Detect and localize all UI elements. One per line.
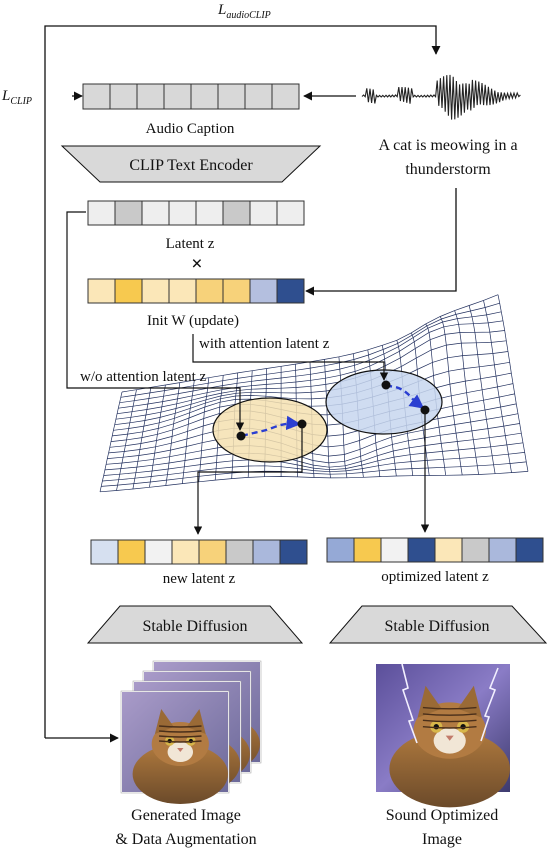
without-attention-start-point	[236, 431, 246, 441]
audio-text-line1: A cat is meowing in a	[378, 137, 517, 154]
new-token-cell-1	[90, 539, 119, 565]
generated-image-stack	[120, 660, 262, 804]
init-w-bar	[87, 278, 305, 304]
latent-token-cell-4	[168, 200, 197, 226]
audio-waveform	[361, 74, 521, 120]
sound-optimized-caption-line1: Sound Optimized	[386, 807, 498, 824]
surface-to-new-latent-arrow	[193, 428, 303, 535]
audio-caption-embedding	[82, 83, 300, 110]
without-attention-label: w/o attention latent z	[80, 369, 207, 385]
generated-image-caption-line2: & Data Augmentation	[115, 831, 256, 848]
latent-token-cell-2	[114, 200, 143, 226]
optimized-token-cell-5	[434, 537, 463, 563]
latent-space-surface	[99, 294, 529, 493]
optimized-token-cell-2	[353, 537, 382, 563]
sound-optimized-image	[376, 663, 511, 808]
text-to-init-arrow	[305, 188, 457, 296]
latent-to-surface-line	[66, 211, 245, 431]
init-to-surface-line	[192, 334, 389, 381]
latent-z-bar	[87, 200, 305, 226]
init-token-cell-3	[141, 278, 170, 304]
init-w-label: Init W (update)	[147, 313, 239, 329]
optimized-latent-z-bar	[326, 537, 544, 563]
latent-z-label: Latent z	[166, 236, 215, 252]
optimized-token-cell-3	[380, 537, 409, 563]
caption-token-cell-1	[82, 83, 111, 110]
latent-token-cell-6	[222, 200, 251, 226]
new-token-cell-5	[198, 539, 227, 565]
new-latent-label: new latent z	[163, 571, 236, 587]
optimized-token-cell-1	[326, 537, 355, 563]
svg-text:Stable Diffusion: Stable Diffusion	[142, 618, 247, 635]
audioclip-loss-label: LaudioCLIP	[217, 2, 271, 21]
new-token-cell-4	[171, 539, 200, 565]
init-token-cell-8	[276, 278, 305, 304]
optimized-token-cell-4	[407, 537, 436, 563]
caption-token-cell-5	[190, 83, 219, 110]
new-token-cell-7	[252, 539, 281, 565]
latent-token-cell-1	[87, 200, 116, 226]
optimized-latent-label: optimized latent z	[381, 569, 489, 585]
generated-image-4	[120, 690, 230, 804]
init-token-cell-2	[114, 278, 143, 304]
new-token-cell-6	[225, 539, 254, 565]
init-token-cell-4	[168, 278, 197, 304]
init-token-cell-5	[195, 278, 224, 304]
with-attention-end-point	[420, 405, 430, 415]
svg-text:Stable Diffusion: Stable Diffusion	[384, 618, 489, 635]
latent-token-cell-5	[195, 200, 224, 226]
caption-token-cell-8	[271, 83, 300, 110]
without-attention-path	[241, 415, 301, 438]
latent-token-cell-8	[276, 200, 305, 226]
clip-text-encoder: CLIP Text Encoder	[60, 145, 322, 183]
optimized-token-cell-6	[461, 537, 490, 563]
without-attention-end-point	[297, 419, 307, 429]
optimized-token-cell-8	[515, 537, 544, 563]
audio-text-line2: thunderstorm	[405, 161, 491, 178]
stable-diffusion-right: Stable Diffusion	[328, 605, 548, 644]
stable-diffusion-left: Stable Diffusion	[86, 605, 304, 644]
svg-text:CLIP Text Encoder: CLIP Text Encoder	[129, 157, 253, 174]
init-token-cell-1	[87, 278, 116, 304]
caption-token-cell-2	[109, 83, 138, 110]
with-attention-label: with attention latent z	[199, 336, 330, 352]
caption-token-cell-3	[136, 83, 165, 110]
multiply-symbol: ×	[191, 253, 202, 275]
without-attention-region	[212, 397, 328, 463]
new-latent-z-bar	[90, 539, 308, 565]
optimized-token-cell-7	[488, 537, 517, 563]
caption-token-cell-6	[217, 83, 246, 110]
latent-token-cell-7	[249, 200, 278, 226]
new-token-cell-3	[144, 539, 173, 565]
generated-image-caption-line1: Generated Image	[131, 807, 241, 824]
latent-token-cell-3	[141, 200, 170, 226]
caption-token-cell-4	[163, 83, 192, 110]
clip-loss-label: LCLIP	[1, 88, 32, 107]
init-token-cell-7	[249, 278, 278, 304]
caption-token-cell-7	[244, 83, 273, 110]
new-token-cell-2	[117, 539, 146, 565]
new-token-cell-8	[279, 539, 308, 565]
sound-optimized-caption-line2: Image	[422, 831, 462, 848]
init-token-cell-6	[222, 278, 251, 304]
audioclip-loss-loop	[44, 25, 441, 743]
audio-caption-label: Audio Caption	[146, 121, 235, 137]
with-attention-start-point	[381, 380, 391, 390]
